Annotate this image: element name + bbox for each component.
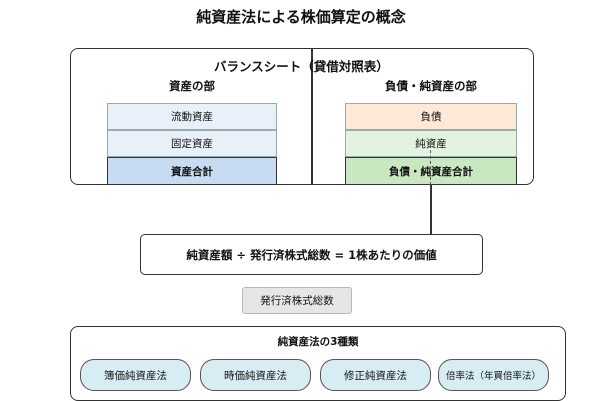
net-assets-cell: 純資産 bbox=[345, 130, 517, 157]
balance-sheet-divider bbox=[311, 49, 313, 184]
fixed-assets-cell: 固定資産 bbox=[107, 130, 277, 157]
connector-solid bbox=[430, 185, 432, 234]
current-assets-cell: 流動資産 bbox=[107, 103, 277, 130]
total-assets-cell: 資産合計 bbox=[107, 157, 277, 185]
balance-sheet-title: バランスシート（貸借対照表） bbox=[214, 59, 389, 74]
liabilities-equity-heading: 負債・純資産の部 bbox=[385, 79, 477, 93]
liabilities-cell: 負債 bbox=[345, 103, 517, 130]
method-market-value: 時価純資産法 bbox=[200, 359, 311, 391]
formula-box: 純資産額 ÷ 発行済株式総数 = 1株あたりの価値 bbox=[140, 234, 483, 275]
total-liabilities-equity-cell: 負債・純資産合計 bbox=[345, 157, 517, 185]
page-title: 純資産法による株価算定の概念 bbox=[196, 8, 406, 26]
methods-title: 純資産法の3種類 bbox=[277, 335, 359, 348]
connector-dashed bbox=[430, 145, 431, 185]
shares-outstanding-label: 発行済株式総数 bbox=[242, 287, 352, 314]
assets-heading: 資産の部 bbox=[169, 79, 215, 93]
method-multiple: 倍率法（年買倍率法） bbox=[438, 359, 549, 391]
method-adjusted: 修正純資産法 bbox=[320, 359, 431, 391]
method-book-value: 簿価純資産法 bbox=[80, 359, 191, 391]
